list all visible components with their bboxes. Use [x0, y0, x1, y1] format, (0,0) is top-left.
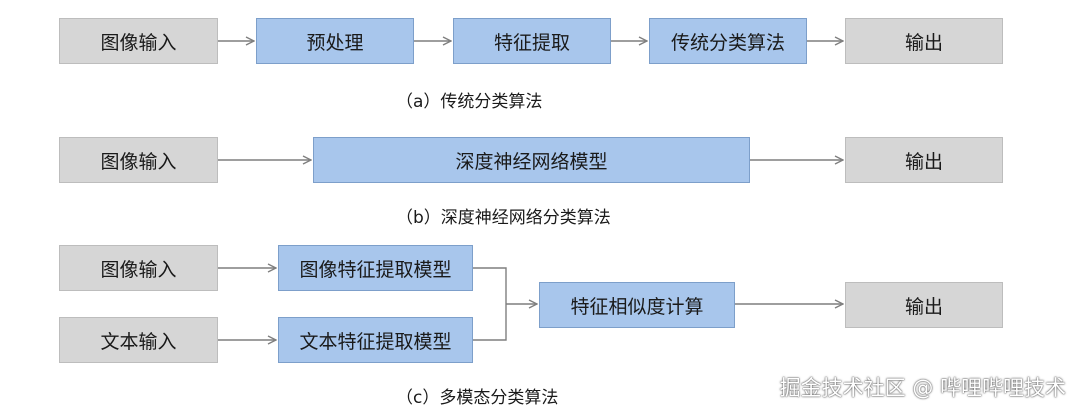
a-image-input-label: 图像输入	[100, 31, 177, 54]
b-output-label: 输出	[904, 150, 943, 173]
caption-b: （b）深度神经网络分类算法	[396, 208, 611, 228]
b-dnn-model-box: 深度神经网络模型	[313, 137, 750, 183]
c-text-input-label: 文本输入	[100, 330, 177, 353]
a-classifier-box: 传统分类算法	[649, 18, 807, 64]
b-output-box: 输出	[845, 137, 1003, 183]
a-classifier-label: 传统分类算法	[670, 31, 785, 54]
a-output-label: 输出	[904, 31, 943, 54]
c-text-feature-box: 文本特征提取模型	[278, 317, 473, 363]
b-image-input-label: 图像输入	[100, 150, 177, 173]
c-image-input-label: 图像输入	[100, 258, 177, 281]
a-feature-box: 特征提取	[453, 18, 611, 64]
c-image-input-box: 图像输入	[59, 245, 218, 291]
caption-c: （c）多模态分类算法	[396, 388, 559, 408]
c-similarity-box: 特征相似度计算	[539, 282, 735, 328]
b-image-input-box: 图像输入	[59, 137, 218, 183]
c-image-feature-box: 图像特征提取模型	[278, 245, 473, 291]
a-output-box: 输出	[845, 18, 1003, 64]
merge-connector	[473, 267, 507, 341]
c-text-feature-label: 文本特征提取模型	[299, 330, 452, 353]
b-dnn-model-label: 深度神经网络模型	[455, 150, 608, 173]
c-similarity-label: 特征相似度计算	[570, 295, 704, 318]
a-preprocess-label: 预处理	[306, 31, 364, 54]
a-feature-label: 特征提取	[493, 31, 570, 54]
a-image-input-box: 图像输入	[59, 18, 218, 64]
a-preprocess-box: 预处理	[256, 18, 414, 64]
watermark: 掘金技术社区 @ 哔哩哔哩技术	[779, 376, 1066, 400]
caption-a: （a）传统分类算法	[396, 92, 543, 112]
c-text-input-box: 文本输入	[59, 317, 218, 363]
c-image-feature-label: 图像特征提取模型	[299, 258, 452, 281]
c-output-box: 输出	[845, 282, 1003, 328]
c-output-label: 输出	[904, 295, 943, 318]
